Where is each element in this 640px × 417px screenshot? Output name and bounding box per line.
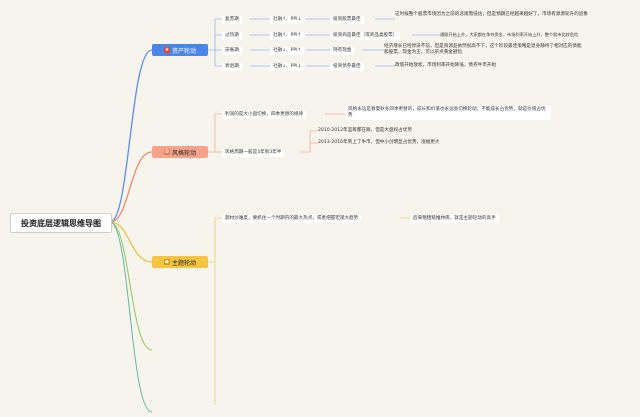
branch-label: 主题轮动 <box>171 259 196 267</box>
asset-action-stagflation[interactable]: 持有现金 <box>330 47 355 55</box>
asset-signal-stagflation[interactable]: 社融↓、PPI↑ <box>270 47 305 55</box>
branch-label: 资产轮动 <box>171 47 196 55</box>
asset-phase-recession[interactable]: 衰退期 <box>222 63 242 71</box>
asset-phase-stagflation[interactable]: 滞胀期 <box>222 47 242 55</box>
style-note-2010: 2010-2012年蓝筹都在跌，但是大盘权占优势 <box>318 128 412 133</box>
asset-signal-overheat[interactable]: 社融↑、PPI↑ <box>270 32 305 40</box>
style-item-cycle[interactable]: 风格周期一般是3年到3年半 <box>222 149 285 157</box>
asset-signal-recovery[interactable]: 社融↑、PPI↓ <box>270 16 305 24</box>
branch-theme-rotation[interactable]: ◆ 主题轮动 <box>152 256 208 268</box>
asset-phase-overheat[interactable]: 过热期 <box>222 32 242 40</box>
connector-root-extra1 <box>109 221 153 351</box>
root-topic[interactable]: 投资底层逻辑思维导图 <box>10 213 112 233</box>
connector-root-style <box>109 151 153 223</box>
theme-icon: ◆ <box>163 259 170 265</box>
style-item-size-switch[interactable]: 利润的是大小盘切换，四季更替的规律 <box>222 111 307 119</box>
branch-asset-rotation[interactable]: ★ 资产轮动 <box>152 44 208 56</box>
connector-root-theme <box>109 221 153 263</box>
asset-note-stagflation: 经济增长已经停滞不前，但是资源品依然很高不下，这个阶段最佳策略是退身静待了相对应… <box>384 44 582 55</box>
asset-signal-recession[interactable]: 社融↓、PPI↓ <box>270 63 305 71</box>
star-icon: ★ <box>163 47 170 53</box>
style-note-seasons: 风格永远是春夏秋冬四季更替的，成长和价值也永远会切换轮动，不能成长占优势，就是价… <box>345 106 551 120</box>
asset-note-overheat: 通胀开始上升，大家都在争夺资金，市场利率开始上升，整个股市比较危险 <box>440 32 579 37</box>
theme-item-hotspot[interactable]: 题材炒难度，要抓住一个时期内的最大热点，或者把握宏观大趋势 <box>222 215 362 223</box>
asset-action-recession[interactable]: 投资债券最佳 <box>330 63 364 71</box>
connector-root-asset <box>109 49 153 223</box>
asset-note-recession: 政策开始放松，市场利率开始降低，债券牛市开始 <box>395 63 497 68</box>
branch-style-rotation[interactable]: ✿ 风格轮动 <box>152 146 208 158</box>
connector-root-extra2 <box>109 221 153 413</box>
asset-phase-recovery[interactable]: 复苏期 <box>222 16 242 24</box>
flower-icon: ✿ <box>163 149 170 155</box>
theme-note-expert: 后来略粗糙推林库，就是主题轮动的高手 <box>410 215 499 223</box>
asset-note-recovery: 这时候整个股票市场因为之前的悲观而低估，但是预期已经越来越好了，市场有源源轮升的… <box>395 12 588 17</box>
style-note-2013: 2013-2016年到上了牛市，但中小创明显占优势，涨幅更大 <box>318 140 440 145</box>
branch-label: 风格轮动 <box>171 149 196 157</box>
asset-action-overheat[interactable]: 投资商品最佳（或商品类股票） <box>330 32 401 40</box>
asset-action-recovery[interactable]: 投资股票最佳 <box>330 16 364 24</box>
